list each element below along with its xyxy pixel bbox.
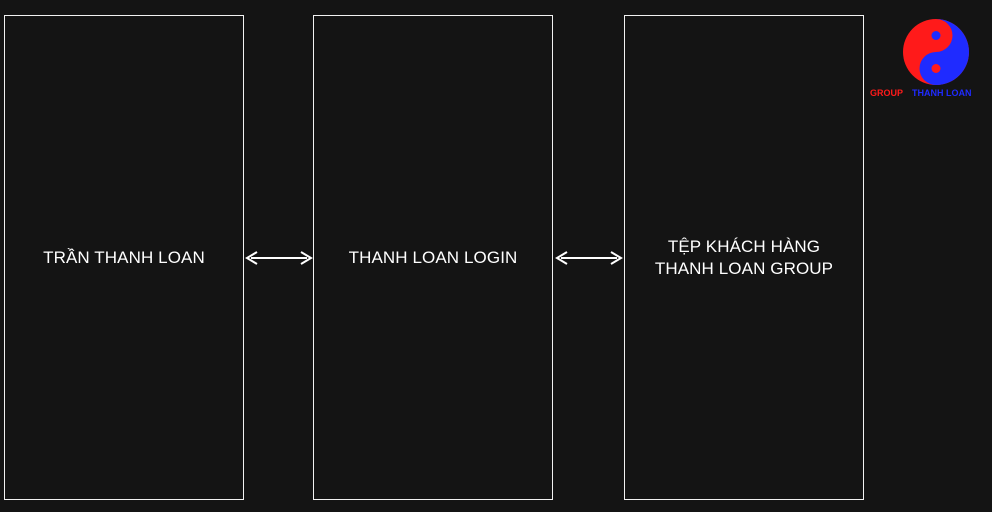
bidirectional-arrow-icon[interactable] [555, 250, 623, 266]
bidirectional-arrow-icon[interactable] [245, 250, 313, 266]
box-label: THANH LOAN LOGIN [348, 247, 518, 267]
logo-word-thanh-loan: THANH LOAN [912, 88, 972, 98]
box-thanh-loan-login[interactable]: THANH LOAN LOGIN [313, 15, 553, 500]
box-tep-khach-hang[interactable]: TỆP KHÁCH HÀNG THANH LOAN GROUP [624, 15, 864, 500]
group-logo: GROUP THANH LOAN [866, 14, 992, 104]
box-label: TRẦN THANH LOAN [43, 247, 205, 267]
box-tran-thanh-loan[interactable]: TRẦN THANH LOAN [4, 15, 244, 500]
yin-yang-icon [903, 19, 969, 85]
box-label: TỆP KHÁCH HÀNG THANH LOAN GROUP [654, 236, 834, 278]
logo-word-group: GROUP [870, 88, 904, 98]
logo-wordmark: GROUP THANH LOAN [870, 88, 992, 98]
